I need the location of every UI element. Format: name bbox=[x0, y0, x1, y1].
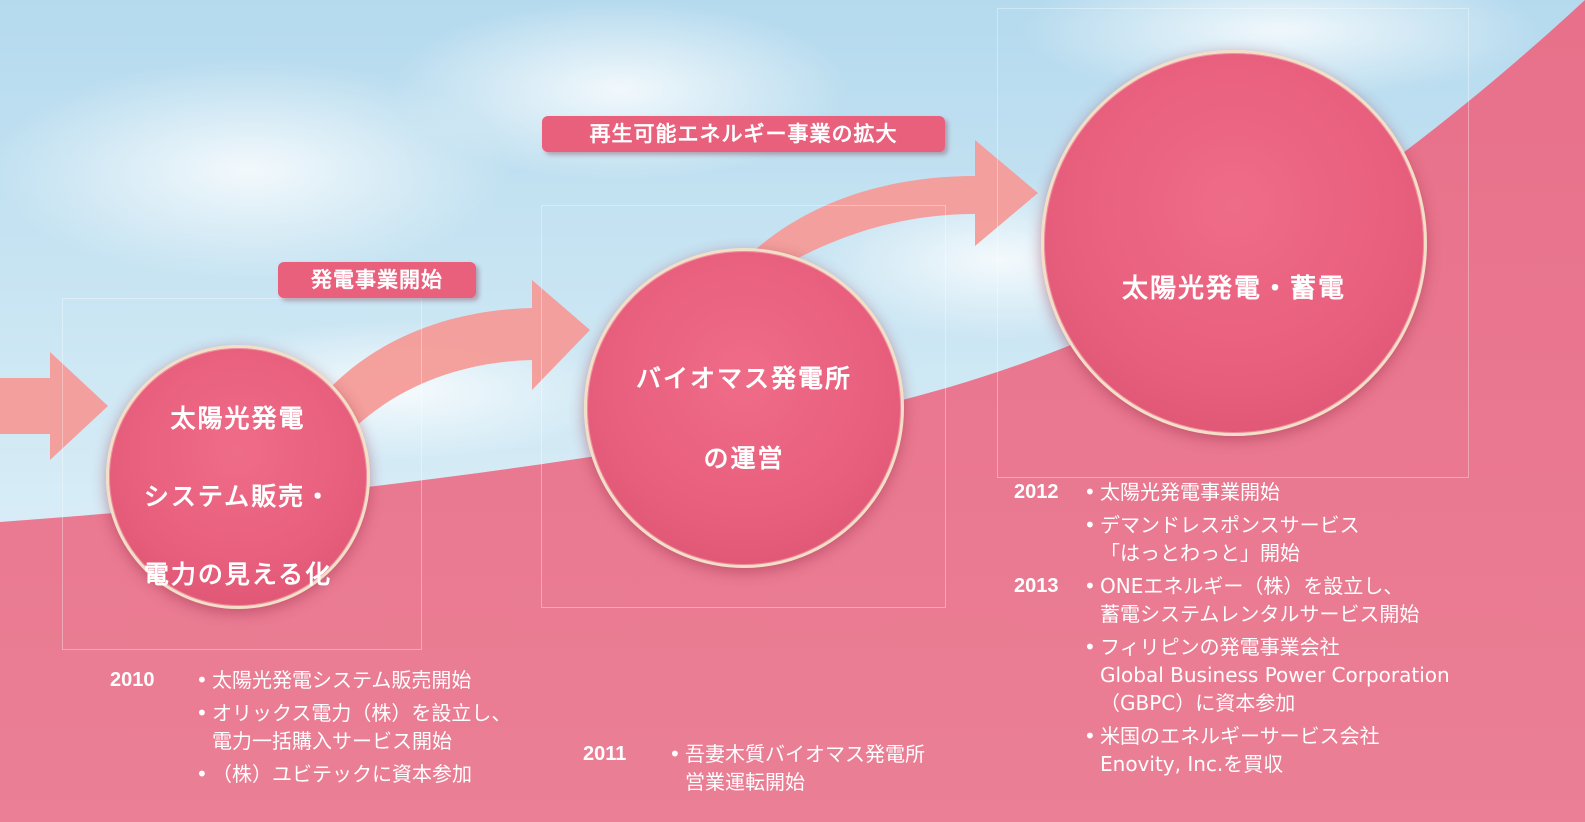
history-block-2012-2013: 2012 太陽光発電事業開始 デマンドレスポンスサービス 「はっとわっと」開始 … bbox=[1014, 478, 1450, 783]
history-item-line: 太陽光発電事業開始 bbox=[1100, 480, 1280, 504]
label-power-generation-start: 発電事業開始 bbox=[278, 262, 476, 298]
history-item: （株）ユビテックに資本参加 bbox=[196, 760, 511, 788]
history-item-line: Global Business Power Corporation bbox=[1100, 663, 1450, 687]
history-row: 2013 ONEエネルギー（株）を設立し、 蓄電システムレンタルサービス開始 フ… bbox=[1014, 572, 1450, 778]
history-item: 太陽光発電事業開始 bbox=[1084, 478, 1450, 506]
history-item-line: （株）ユビテックに資本参加 bbox=[212, 762, 472, 786]
stage-title: 太陽光発電 システム販売・ 電力の見える化 bbox=[144, 360, 332, 594]
history-item: 太陽光発電システム販売開始 bbox=[196, 666, 511, 694]
stage-frame bbox=[62, 298, 422, 650]
history-item-line: 営業運転開始 bbox=[685, 770, 805, 794]
history-item-line: オリックス電力（株）を設立し、 bbox=[212, 701, 512, 725]
history-item-line: 吾妻木質バイオマス発電所 bbox=[685, 742, 925, 766]
history-item-line: フィリピンの発電事業会社 bbox=[1100, 635, 1340, 659]
history-item: 米国のエネルギーサービス会社 Enovity, Inc.を買収 bbox=[1084, 722, 1450, 778]
history-item: フィリピンの発電事業会社 Global Business Power Corpo… bbox=[1084, 633, 1450, 717]
history-year: 2011 bbox=[583, 743, 627, 765]
history-item-line: 米国のエネルギーサービス会社 bbox=[1100, 724, 1380, 748]
history-year: 2010 bbox=[110, 669, 155, 691]
history-row: 2010 太陽光発電システム販売開始 オリックス電力（株）を設立し、 電力一括購… bbox=[110, 666, 511, 788]
history-block-2011: 2011 吾妻木質バイオマス発電所 営業運転開始 bbox=[583, 740, 925, 801]
arrow-2 bbox=[755, 140, 1038, 280]
label-renewable-expansion: 再生可能エネルギー事業の拡大 bbox=[542, 116, 945, 152]
history-year: 2013 bbox=[1014, 575, 1059, 597]
history-item-line: 太陽光発電システム販売開始 bbox=[212, 668, 472, 692]
history-item-line: デマンドレスポンスサービス bbox=[1100, 513, 1360, 537]
cloud bbox=[0, 60, 510, 280]
stage-frame bbox=[541, 205, 946, 608]
stage-title-line: バイオマス発電所 bbox=[635, 364, 852, 393]
stage-circle-solar-storage: 太陽光発電・蓄電 bbox=[1041, 50, 1427, 436]
history-year: 2012 bbox=[1014, 481, 1059, 503]
history-item-line: 蓄電システムレンタルサービス開始 bbox=[1100, 602, 1420, 626]
history-item-line: 電力一括購入サービス開始 bbox=[212, 729, 452, 753]
history-item: ONEエネルギー（株）を設立し、 蓄電システムレンタルサービス開始 bbox=[1084, 572, 1450, 628]
history-item-line: 「はっとわっと」開始 bbox=[1100, 541, 1300, 565]
history-item: デマンドレスポンスサービス 「はっとわっと」開始 bbox=[1084, 511, 1450, 567]
stage-title: 太陽光発電・蓄電 bbox=[1122, 229, 1346, 309]
arrows bbox=[0, 140, 1038, 460]
stage-title: バイオマス発電所 の運営 bbox=[636, 319, 852, 479]
history-item: オリックス電力（株）を設立し、 電力一括購入サービス開始 bbox=[196, 699, 511, 755]
stage-title-line: システム販売・ bbox=[143, 482, 333, 511]
history-item: 吾妻木質バイオマス発電所 営業運転開始 bbox=[669, 740, 925, 796]
history-block-2010: 2010 太陽光発電システム販売開始 オリックス電力（株）を設立し、 電力一括購… bbox=[110, 666, 511, 793]
stage-circle-biomass: バイオマス発電所 の運営 bbox=[584, 248, 904, 568]
history-row: 2012 太陽光発電事業開始 デマンドレスポンスサービス 「はっとわっと」開始 bbox=[1014, 478, 1450, 567]
history-row: 2011 吾妻木質バイオマス発電所 営業運転開始 bbox=[583, 740, 925, 796]
cloud bbox=[390, 0, 850, 180]
arrow-in bbox=[0, 352, 108, 460]
stage-title-line: の運営 bbox=[703, 444, 785, 473]
history-item-line: Enovity, Inc.を買収 bbox=[1100, 752, 1284, 776]
stage-circle-solar-sales: 太陽光発電 システム販売・ 電力の見える化 bbox=[106, 345, 370, 609]
arrow-1 bbox=[332, 280, 590, 430]
history-item-line: （GBPC）に資本参加 bbox=[1100, 691, 1296, 715]
stage-title-line: 電力の見える化 bbox=[143, 560, 333, 589]
stage-title-line: 太陽光発電 bbox=[170, 404, 306, 433]
history-item-line: ONEエネルギー（株）を設立し、 bbox=[1100, 574, 1404, 598]
stage-title-line: 太陽光発電・蓄電 bbox=[1121, 274, 1346, 304]
